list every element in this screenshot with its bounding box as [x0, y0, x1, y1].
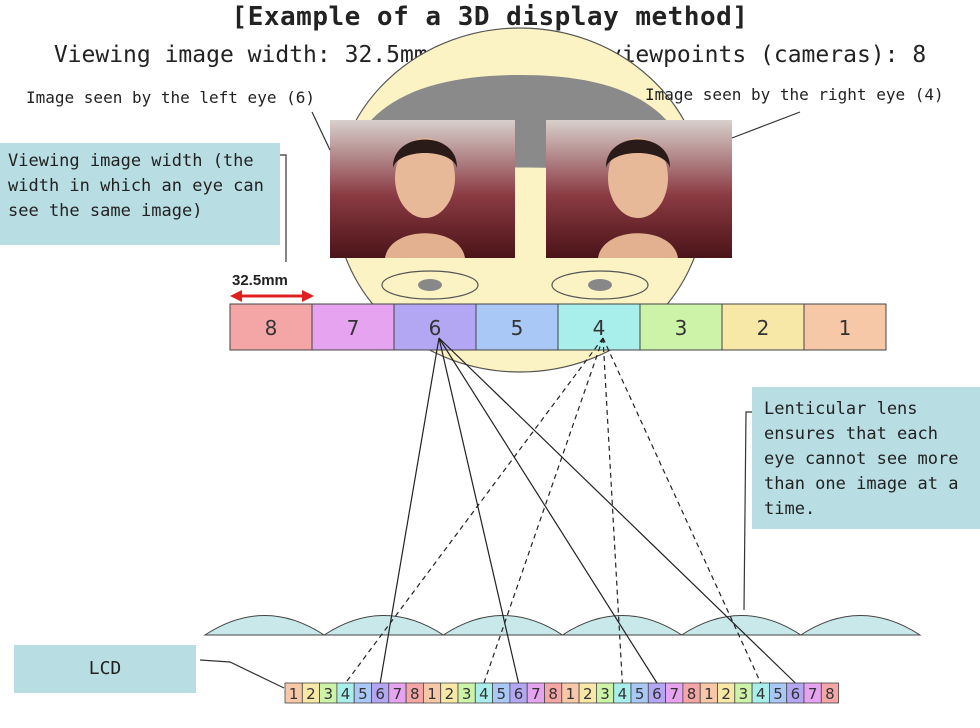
- lcd-pixel-label: 3: [600, 685, 610, 703]
- lens-segment: [560, 615, 684, 636]
- lcd-pixel-label: 8: [548, 685, 558, 703]
- right-eye-image: [546, 120, 732, 258]
- lcd-pixel-label: 2: [583, 685, 593, 703]
- left-eye-label: Image seen by the left eye (6): [26, 88, 315, 107]
- lenticular-lens: [203, 615, 922, 636]
- lcd-pixel-label: 4: [341, 685, 351, 703]
- viewing-zone-label: 5: [511, 316, 524, 340]
- viewing-width-note: Viewing image width (the width in which …: [0, 143, 280, 245]
- viewing-zone-2: [721, 303, 805, 351]
- viewing-zone-8: [229, 303, 313, 351]
- lcd-label-box: LCD: [14, 645, 196, 693]
- viewing-zone-5: [475, 303, 559, 351]
- lcd-pixel-label: 8: [410, 685, 420, 703]
- light-ray-6: [438, 337, 520, 684]
- light-ray-4: [483, 337, 604, 684]
- lcd-pixel-label: 6: [514, 685, 524, 703]
- dimension-label: 32.5mm: [232, 272, 288, 289]
- viewing-zones-bar: 8 7 6 5 4 3 2 1: [229, 303, 887, 351]
- light-ray-4: [602, 337, 623, 684]
- viewing-zone-label: 3: [675, 316, 688, 340]
- lcd-pixel: [820, 682, 839, 704]
- viewing-zone-label: 7: [347, 316, 360, 340]
- viewing-zone-3: [639, 303, 723, 351]
- lcd-pixel-label: 5: [358, 685, 368, 703]
- light-ray-6: [438, 337, 658, 684]
- lcd-pixel-label: 8: [825, 685, 835, 703]
- viewing-zone-label: 8: [265, 316, 278, 340]
- left-eye-image: [330, 120, 515, 258]
- lcd-pixel-label: 3: [462, 685, 472, 703]
- lcd-pixel-label: 2: [445, 685, 455, 703]
- lcd-pixel-label: 4: [479, 685, 489, 703]
- lens-segment: [322, 615, 446, 636]
- viewing-zone-4: [557, 303, 641, 351]
- lcd-pixel-label: 3: [739, 685, 749, 703]
- dimension-arrow: [230, 290, 314, 302]
- viewing-zone-1: [803, 303, 887, 351]
- lcd-pixel-label: 1: [427, 685, 437, 703]
- lenticular-lens-note: Lenticular lens ensures that each eye ca…: [752, 387, 980, 529]
- lcd-pixel-label: 1: [289, 685, 299, 703]
- viewing-zone-7: [311, 303, 395, 351]
- lcd-pixel-label: 5: [635, 685, 645, 703]
- lens-segment: [679, 615, 803, 636]
- viewer-head-illustration: [334, 27, 706, 373]
- lcd-pixel-label: 3: [323, 685, 333, 703]
- lens-segment: [441, 615, 565, 636]
- lcd-pixel-label: 7: [531, 685, 541, 703]
- lcd-pixel-label: 4: [756, 685, 766, 703]
- lcd-pixel-label: 6: [652, 685, 662, 703]
- lcd-pixel-label: 5: [496, 685, 506, 703]
- light-ray-6: [438, 337, 796, 684]
- lcd-pixel-label: 4: [618, 685, 628, 703]
- lcd-pixel-label: 2: [306, 685, 316, 703]
- lcd-pixel-label: 2: [721, 685, 731, 703]
- lcd-pixel-label: 1: [704, 685, 714, 703]
- lcd-pixel-label: 1: [566, 685, 576, 703]
- light-ray-4: [602, 337, 762, 684]
- lens-segment: [203, 615, 326, 636]
- lcd-pixel-label: 7: [808, 685, 818, 703]
- viewing-zone-label: 1: [839, 316, 852, 340]
- lcd-pixel-label: 7: [669, 685, 679, 703]
- lcd-pixel-label: 8: [687, 685, 697, 703]
- viewing-zone-label: 6: [429, 316, 442, 340]
- viewing-zone-label: 4: [593, 316, 606, 340]
- lcd-pixel-label: 6: [791, 685, 801, 703]
- light-rays: [345, 337, 796, 684]
- lcd-pixel-label: 7: [393, 685, 403, 703]
- light-ray-6: [379, 337, 440, 684]
- lens-segment: [799, 615, 922, 636]
- lcd-pixel-label: 6: [375, 685, 385, 703]
- diagram-title: [Example of a 3D display method]: [231, 2, 749, 32]
- viewing-zone-label: 2: [757, 316, 770, 340]
- viewing-zone-6: [393, 303, 477, 351]
- lcd-pixel-label: 5: [773, 685, 783, 703]
- right-eye-label: Image seen by the right eye (4): [645, 85, 944, 104]
